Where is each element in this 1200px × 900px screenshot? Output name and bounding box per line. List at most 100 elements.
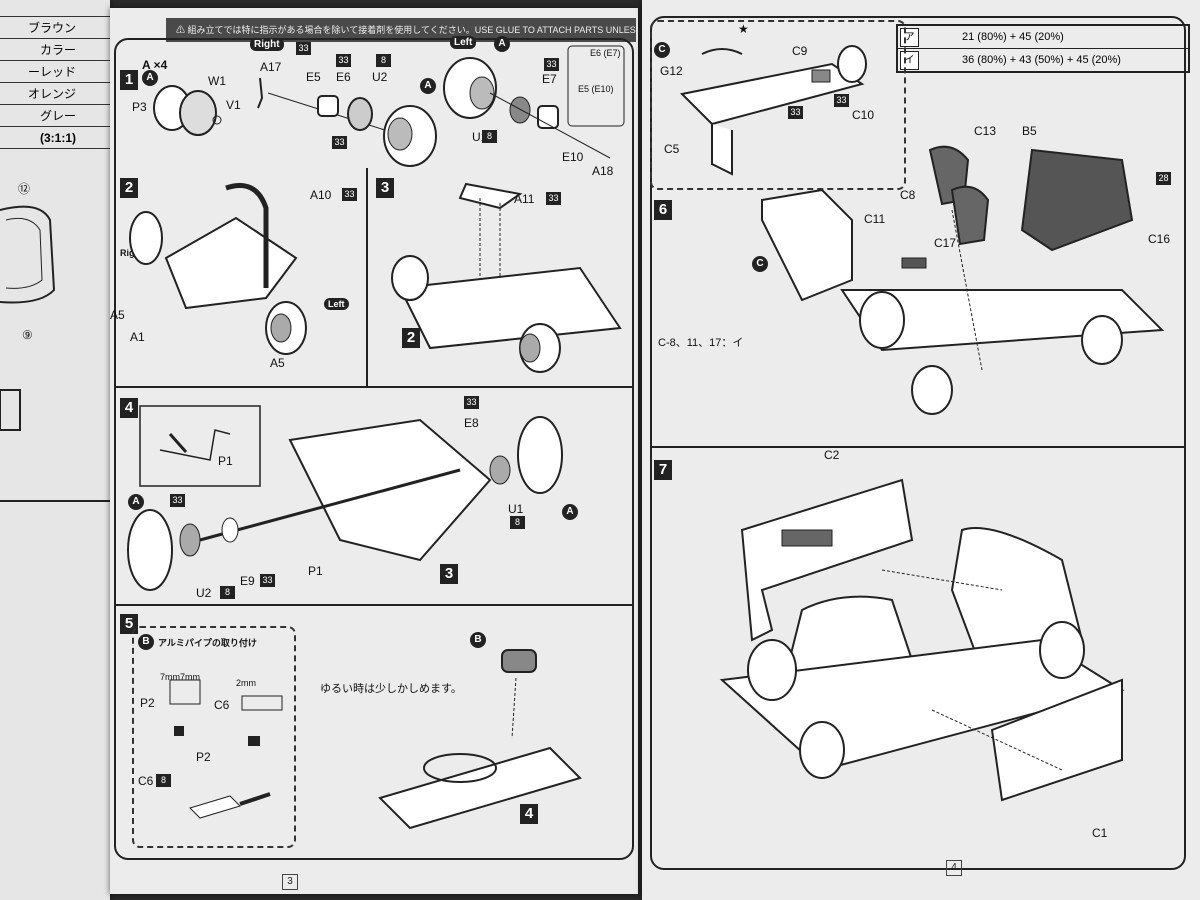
divider — [114, 386, 632, 388]
color-row: ブラウン — [0, 17, 110, 39]
part-label: C13 — [974, 124, 997, 138]
subassembly-marker-a: A — [562, 504, 578, 520]
color-row: ーレッド — [0, 61, 110, 83]
part-label: C6 — [214, 698, 230, 712]
divider — [114, 604, 632, 606]
step-1-wheel-illustration — [153, 45, 625, 167]
part-label: C1 — [1092, 826, 1108, 840]
paint-formula: 21 (80%) + 45 (20%) — [962, 31, 1064, 43]
color-badge: 33 — [170, 494, 185, 507]
divider — [366, 168, 368, 386]
step-number: 6 — [654, 200, 672, 220]
part-label: E10 — [562, 150, 584, 164]
step-2-frame-illustration — [129, 183, 307, 355]
part-label: G12 — [660, 64, 683, 78]
page-number: 4 — [946, 860, 962, 876]
dashboard-subassembly-box — [650, 20, 906, 190]
part-label: A18 — [592, 164, 614, 178]
part-label: C10 — [852, 108, 875, 122]
part-label: A5 — [270, 356, 285, 370]
step-number: 4 — [120, 398, 138, 418]
dimension-label: 7mm — [160, 672, 180, 682]
color-badge: 33 — [834, 94, 849, 107]
color-badge: 8 — [220, 586, 235, 599]
color-badge: 33 — [544, 58, 559, 71]
marker-9: ⑨ — [22, 328, 33, 342]
color-badge: 8 — [376, 54, 391, 67]
part-sketch — [0, 389, 21, 431]
part-label: E7 — [542, 72, 557, 86]
step-number: 3 — [376, 178, 394, 198]
tightening-note: ゆるい時は少しかしめます。 — [320, 683, 462, 695]
paint-note: C-8、11、17：イ — [658, 337, 744, 349]
paint-row: ア 21 (80%) + 45 (20%) — [898, 26, 1188, 49]
color-row: カラー — [0, 39, 110, 61]
part-label: B5 — [1022, 124, 1037, 138]
page-frame — [114, 38, 634, 860]
part-label: U2 — [372, 70, 388, 84]
part-label: U1 — [508, 502, 524, 516]
step-5-pipe-illustration — [169, 649, 582, 830]
color-badge: 33 — [464, 396, 479, 409]
color-badge: 33 — [336, 54, 351, 67]
step-reference: 3 — [440, 564, 458, 584]
part-label: C8 — [900, 188, 916, 202]
page-number: 3 — [282, 874, 298, 890]
part-label: E5 (E10) — [578, 84, 614, 94]
part-label: W1 — [208, 74, 226, 88]
step-7-door-panels-illustration — [719, 478, 1125, 802]
car-body-sketch — [0, 205, 56, 304]
color-badge: 33 — [296, 42, 311, 55]
subassembly-marker-a: A — [494, 36, 510, 52]
part-label: A5 — [110, 308, 125, 322]
step-reference: 2 — [402, 328, 420, 348]
step-reference: 4 — [520, 804, 538, 824]
paint-formula: 36 (80%) + 43 (50%) + 45 (20%) — [962, 54, 1121, 66]
step-3-chassis-illustration — [391, 182, 622, 373]
color-badge: 8 — [156, 774, 171, 787]
color-badge: 8 — [482, 130, 497, 143]
page-frame — [650, 16, 1186, 870]
step-sub-label: A ×4 — [142, 58, 168, 72]
part-label: E5 — [306, 70, 321, 84]
color-row: グレー — [0, 105, 110, 127]
divider — [650, 446, 1184, 448]
subassembly-marker-a: A — [142, 70, 158, 86]
part-label: V1 — [226, 98, 241, 112]
paint-row: イ 36 (80%) + 43 (50%) + 45 (20%) — [898, 49, 1188, 71]
dimension-label: 7mm — [180, 672, 200, 682]
divider — [0, 500, 110, 502]
step-number: 1 — [120, 70, 138, 90]
subassembly-marker-a: A — [420, 78, 436, 94]
color-badge: 33 — [788, 106, 803, 119]
marker-12: ⑫ — [18, 182, 31, 196]
aluminium-pipe-box — [132, 626, 296, 848]
color-table: ブラウン カラー ーレッド オレンジ グレー (3:1:1) — [0, 16, 110, 149]
part-label: P2 — [140, 696, 155, 710]
color-badge: 33 — [546, 192, 561, 205]
part-label: P3 — [132, 100, 147, 114]
part-label: E9 — [240, 574, 255, 588]
part-label: A1 — [130, 330, 145, 344]
marks: ★ — [738, 22, 749, 36]
step-6-interior-illustration — [761, 145, 1165, 415]
color-badge: 8 — [510, 516, 525, 529]
color-ratio: (3:1:1) — [0, 127, 110, 149]
color-row: オレンジ — [0, 83, 110, 105]
previous-page-edge: ブラウン カラー ーレッド オレンジ グレー (3:1:1) ⑫ ⑨ — [0, 0, 110, 900]
part-label: C6 — [138, 774, 154, 788]
subassembly-marker-c: C — [752, 256, 768, 272]
color-badge: 33 — [332, 136, 347, 149]
part-label: E8 — [464, 416, 479, 430]
part-label: U2 — [196, 586, 212, 600]
part-label: P1 — [218, 454, 233, 468]
part-label: C17 — [934, 236, 957, 250]
part-label: E6 (E7) — [590, 48, 621, 58]
dashboard-illustration — [679, 45, 867, 176]
page-3: ⚠ 組み立てでは特に指示がある場合を除いて接着剤を使用してください。USE GL… — [110, 8, 638, 894]
color-badge: 28 — [1156, 172, 1171, 185]
subassembly-marker-b: B — [138, 634, 154, 650]
step-sub-title: アルミパイプの取り付け — [158, 638, 257, 648]
step-number: 2 — [120, 178, 138, 198]
part-label: C2 — [824, 448, 840, 462]
